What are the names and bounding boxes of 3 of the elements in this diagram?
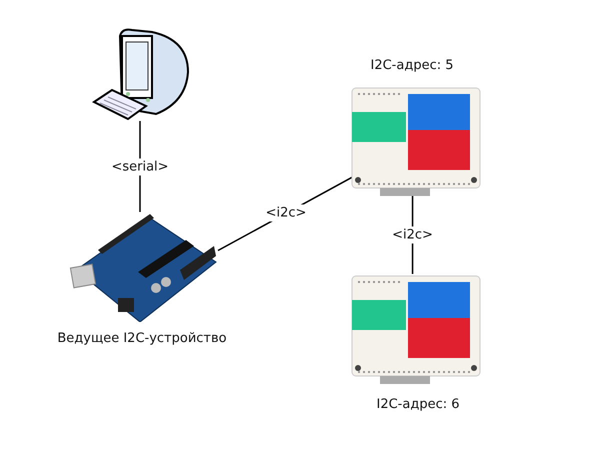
- device-caption: I2C-адрес: 6: [376, 397, 460, 412]
- device-caption: Ведущее I2C-устройство: [57, 331, 227, 346]
- device-caption: I2C-адрес: 5: [370, 58, 454, 73]
